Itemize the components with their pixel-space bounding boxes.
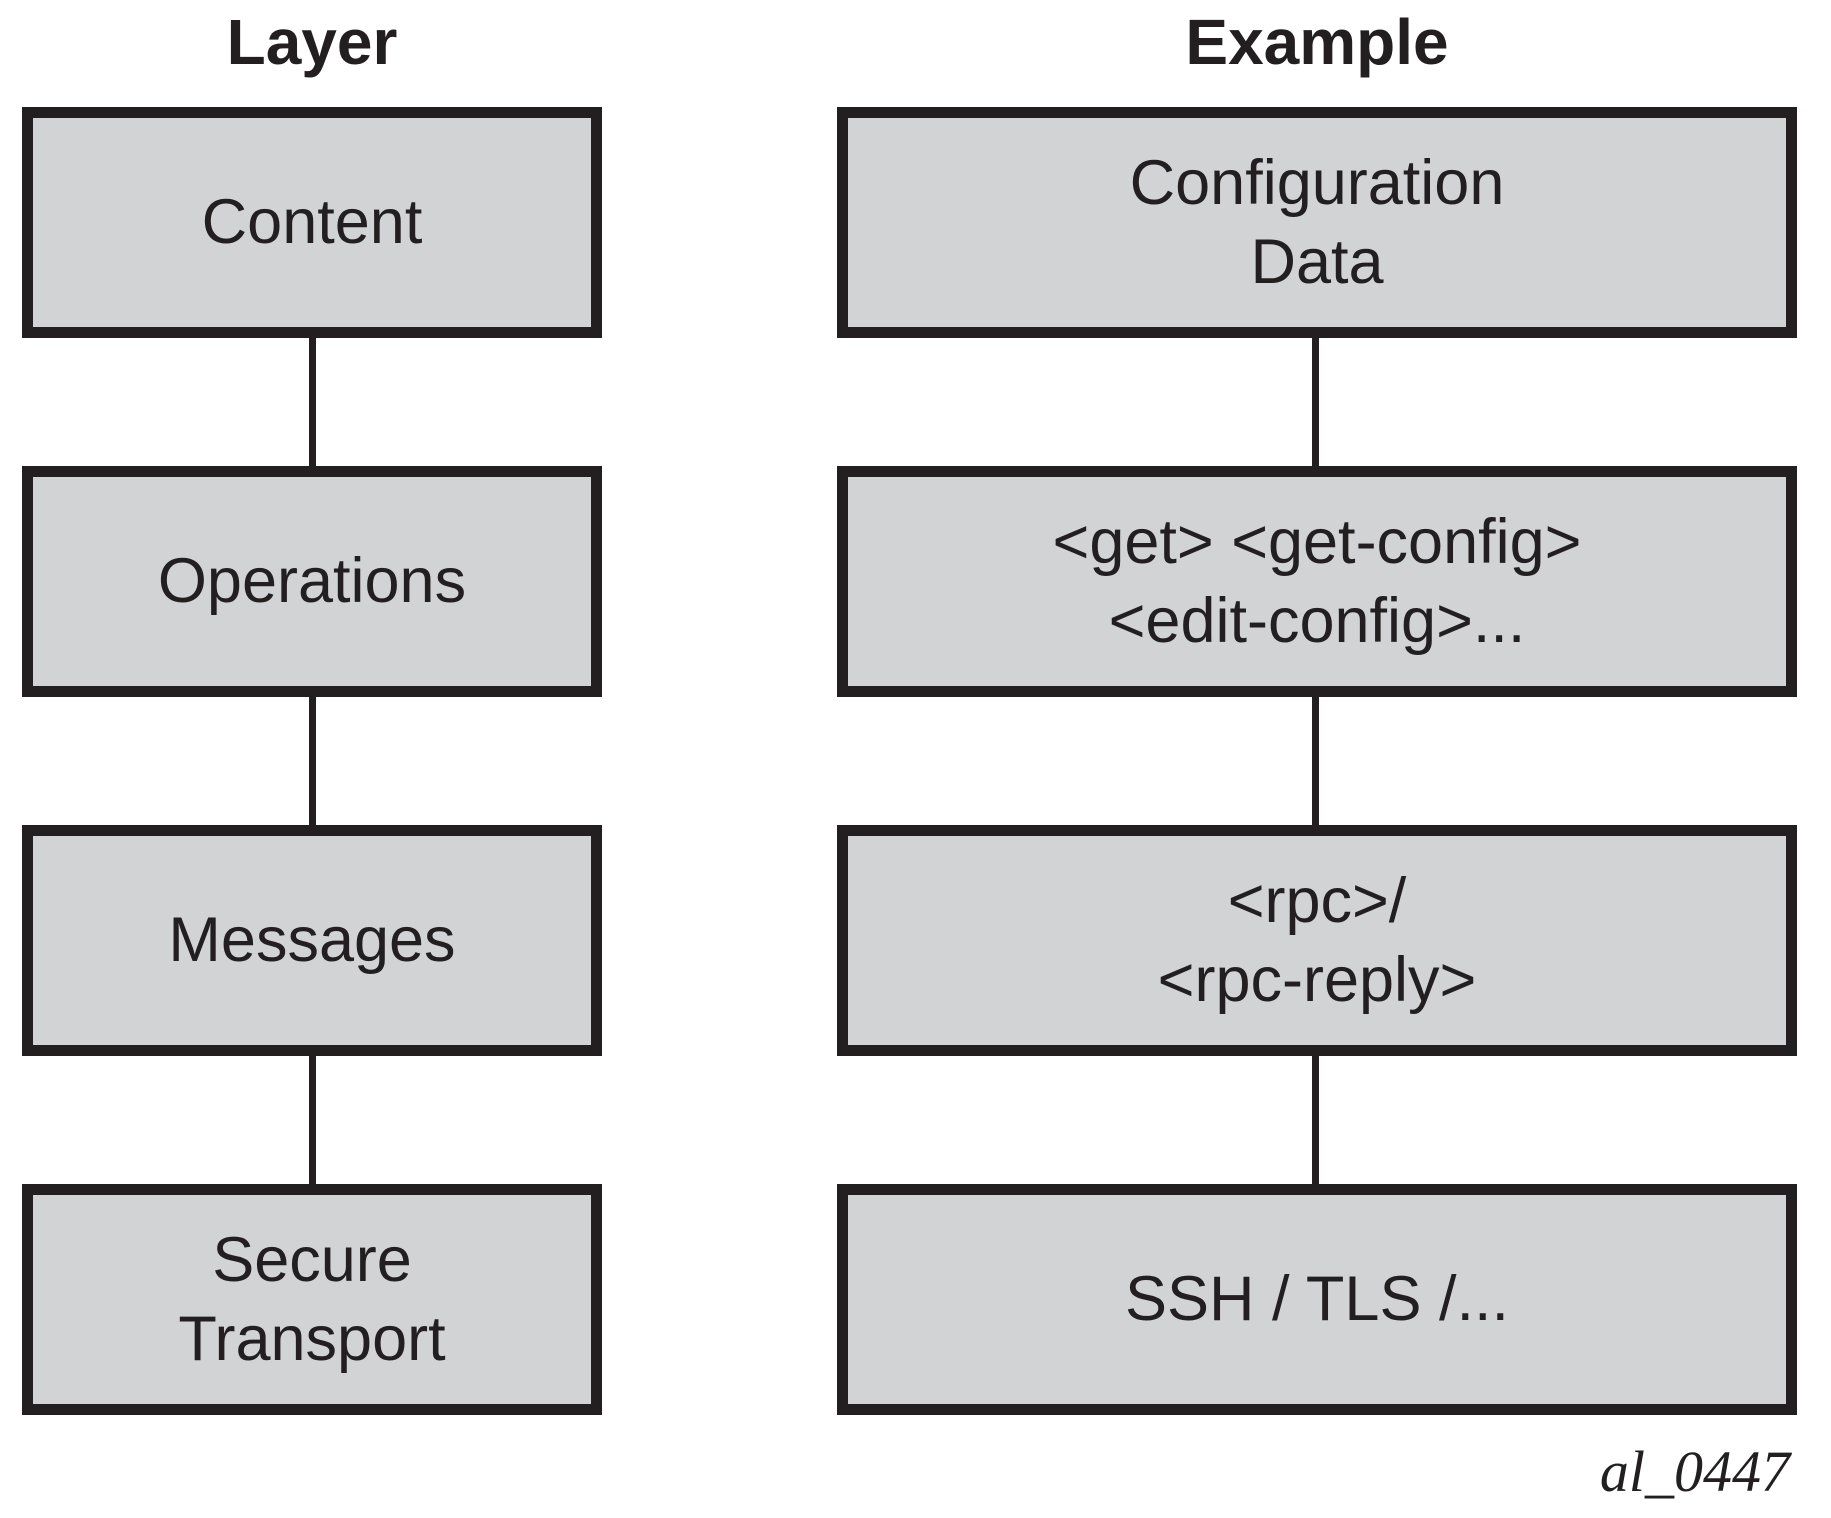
connector-line: [309, 691, 316, 831]
box-line: Messages: [168, 905, 456, 975]
layer-box-operations: Operations: [22, 466, 602, 697]
box-line: Secure: [212, 1224, 412, 1295]
connector-line: [309, 1050, 316, 1190]
box-line: Content: [201, 187, 423, 257]
figure-id-label: al_0447: [1599, 1439, 1790, 1504]
box-line: Data: [1250, 226, 1384, 297]
box-line: Operations: [157, 546, 467, 616]
layer-box-messages: Messages: [22, 825, 602, 1056]
connector-line: [309, 332, 316, 472]
connector-line: [1312, 1050, 1319, 1190]
box-line: <rpc-reply>: [1157, 944, 1477, 1015]
box-line: Configuration: [1129, 147, 1505, 218]
box-line: <get> <get-config>: [1052, 506, 1582, 577]
layer-box-content: Content: [22, 107, 602, 338]
example-box-messages: <rpc>/ <rpc-reply>: [837, 825, 1797, 1056]
box-line: Transport: [178, 1303, 446, 1374]
column-header-layer: Layer: [226, 6, 398, 78]
box-line: SSH / TLS /...: [1125, 1264, 1509, 1334]
box-line: <rpc>/: [1227, 865, 1407, 936]
layer-box-secure-transport: Secure Transport: [22, 1184, 602, 1415]
connector-line: [1312, 332, 1319, 472]
column-header-example: Example: [1185, 6, 1449, 78]
connector-line: [1312, 691, 1319, 831]
example-box-configuration-data: Configuration Data: [837, 107, 1797, 338]
example-box-secure-transport: SSH / TLS /...: [837, 1184, 1797, 1415]
box-line: <edit-config>...: [1108, 585, 1526, 656]
example-box-operations: <get> <get-config> <edit-config>...: [837, 466, 1797, 697]
